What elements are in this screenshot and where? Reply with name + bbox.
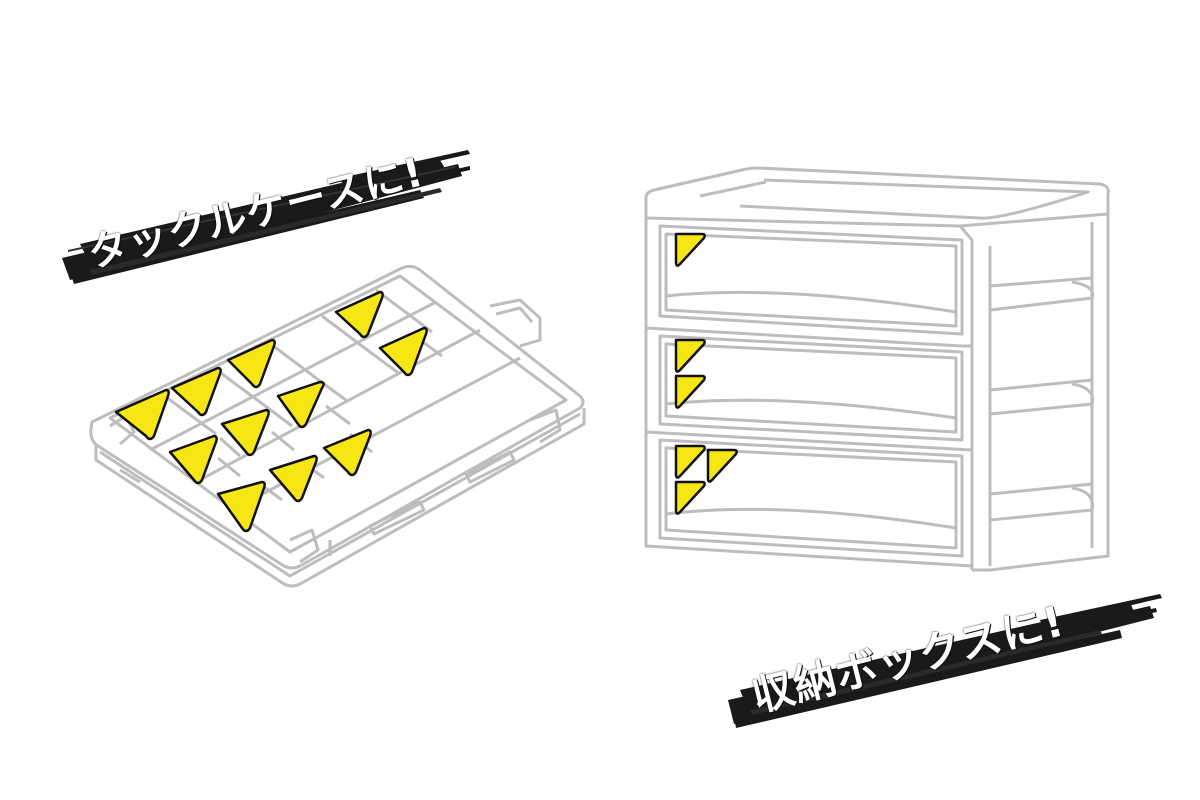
sticker-icon bbox=[334, 290, 384, 339]
sticker-icon bbox=[170, 366, 222, 417]
sticker-icon bbox=[674, 480, 706, 515]
sticker-icon bbox=[114, 388, 170, 441]
drawer-unit bbox=[644, 166, 1110, 572]
sticker-icon bbox=[226, 338, 276, 389]
sticker-icon bbox=[674, 232, 706, 267]
sticker-icon bbox=[220, 408, 270, 457]
sticker-icon bbox=[378, 326, 428, 377]
sticker-icon bbox=[674, 338, 706, 373]
sticker-icon bbox=[168, 434, 218, 485]
brush-stroke-tackle bbox=[62, 150, 470, 284]
sticker-icon bbox=[276, 380, 325, 429]
tackle-case-stickers bbox=[114, 290, 428, 533]
sticker-icon bbox=[706, 448, 738, 483]
drawer-stickers bbox=[674, 232, 738, 515]
sticker-icon bbox=[216, 480, 266, 533]
sticker-icon bbox=[322, 428, 372, 477]
sticker-icon bbox=[674, 444, 706, 479]
sticker-icon bbox=[268, 454, 318, 503]
sticker-icon bbox=[674, 374, 706, 409]
tackle-case bbox=[89, 264, 586, 588]
brush-stroke-storage bbox=[728, 594, 1162, 728]
